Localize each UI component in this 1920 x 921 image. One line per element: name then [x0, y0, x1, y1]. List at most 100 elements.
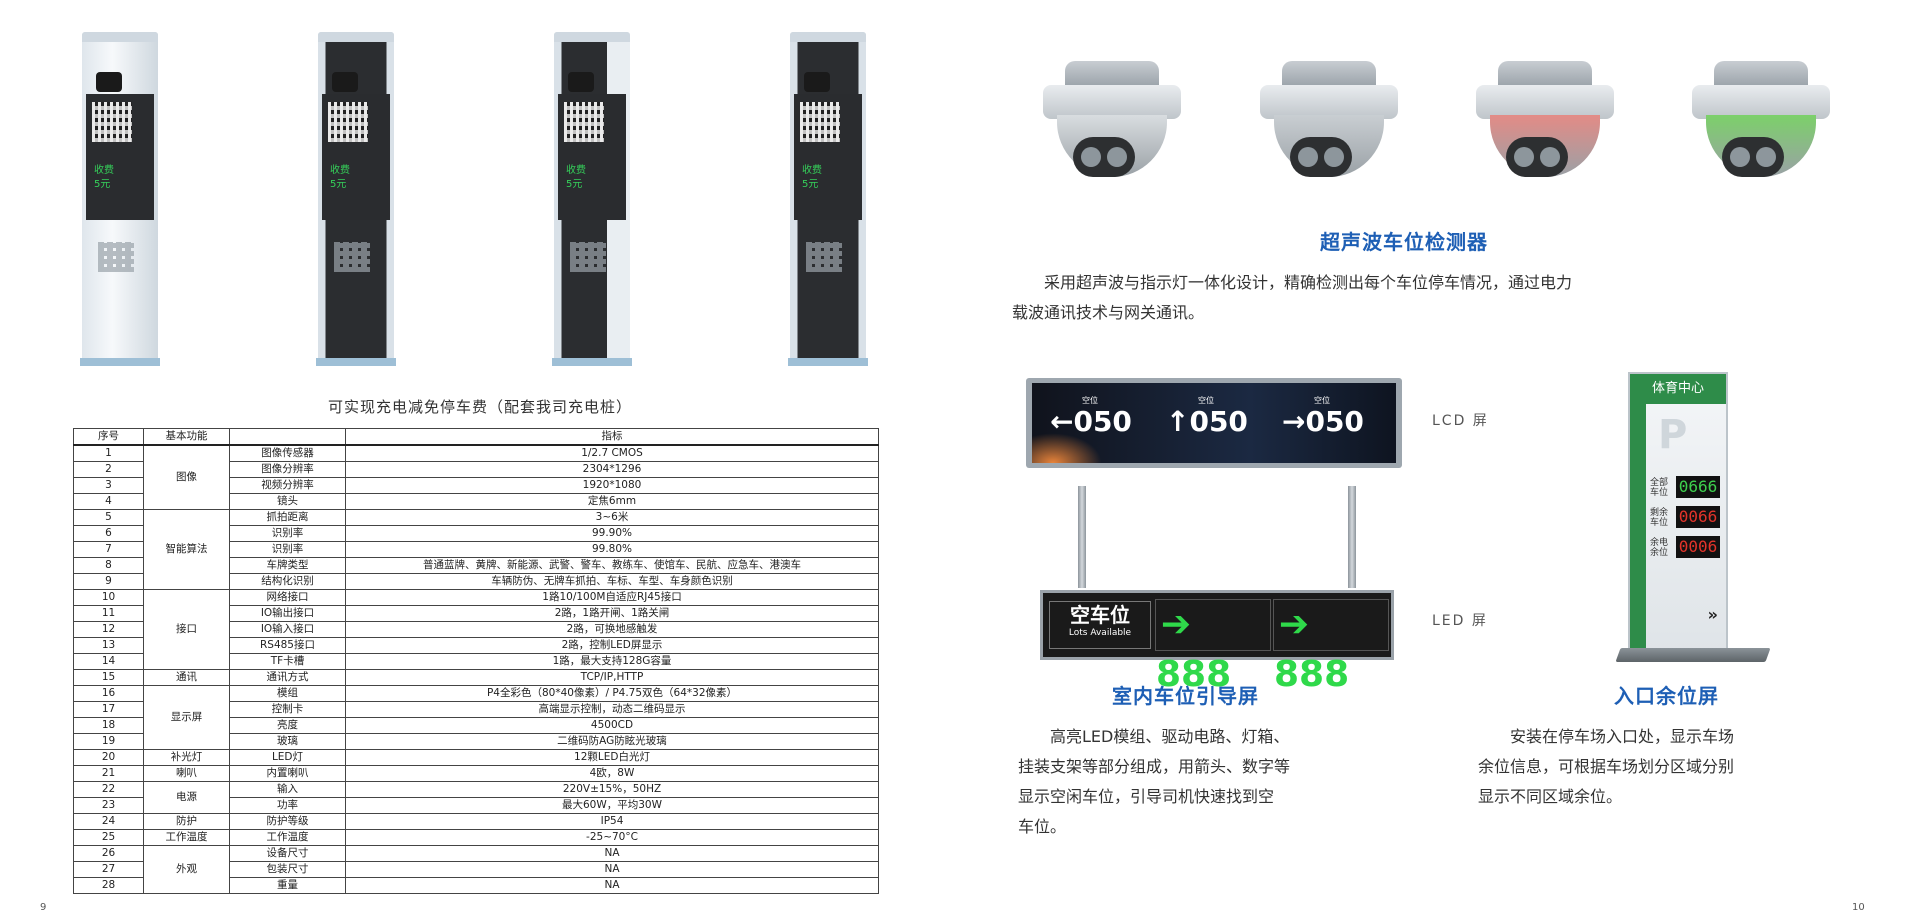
guide-desc-line: 车位。 — [1018, 817, 1067, 836]
sensor-eyes-icon — [1722, 137, 1784, 177]
ultrasonic-sensor-4 — [1686, 55, 1836, 195]
led-title: 空车位 — [1070, 603, 1130, 627]
cell-item: 结构化识别 — [229, 573, 346, 590]
cell-function: 智能算法 — [143, 509, 230, 590]
chevron-right-icon: » — [1707, 605, 1718, 624]
cell-index: 20 — [73, 749, 144, 766]
cell-index: 2 — [73, 461, 144, 478]
arrow-up-icon: ↑ — [1166, 405, 1190, 438]
fee-value: 5元 — [566, 179, 583, 190]
spec-table-header: 序号 基本功能 指标 — [73, 428, 879, 446]
entry-screen-title: 入口余位屏 — [1614, 684, 1719, 708]
cell-item: 工作温度 — [229, 829, 346, 846]
ultrasonic-sensor-3 — [1470, 55, 1620, 195]
keypad-icon — [334, 242, 370, 272]
cell-spec: 2304*1296 — [345, 461, 879, 478]
cell-spec: 2路，1路开闸、1路关闸 — [345, 605, 879, 622]
sign-header: 体育中心 — [1630, 374, 1726, 404]
ultrasonic-sensor-2 — [1254, 55, 1404, 195]
cell-index: 22 — [73, 781, 144, 798]
sign-row-value: 0666 — [1676, 476, 1720, 498]
cell-spec: IP54 — [345, 813, 879, 830]
keypad-icon — [570, 242, 606, 272]
cell-index: 14 — [73, 653, 144, 670]
cell-function: 图像 — [143, 444, 230, 510]
mount-pole — [1078, 486, 1086, 588]
camera-icon — [96, 72, 122, 92]
cell-index: 24 — [73, 813, 144, 830]
sign-row-value: 0006 — [1676, 536, 1720, 558]
arrow-right-icon: → — [1282, 405, 1306, 438]
cell-index: 4 — [73, 493, 144, 510]
arrow-right-icon: ➔ — [1160, 604, 1192, 645]
cell-spec: 最大60W，平均30W — [345, 797, 879, 814]
sensor-eyes-icon — [1073, 137, 1135, 177]
cell-item: IO输入接口 — [229, 621, 346, 638]
cell-item: 镜头 — [229, 493, 346, 510]
sign-row-label: 剩余车位 — [1650, 508, 1669, 528]
cell-item: 玻璃 — [229, 733, 346, 750]
fee-value: 5元 — [330, 179, 347, 190]
cell-item: 防护等级 — [229, 813, 346, 830]
lcd-slot-label: 空位 — [1082, 396, 1098, 405]
fee-label: 收费 — [802, 165, 822, 176]
sign-row-label: 全部车位 — [1650, 478, 1669, 498]
cell-index: 7 — [73, 541, 144, 558]
led-segment-value: 888 — [1156, 654, 1232, 695]
product-caption: 可实现充电减免停车费（配套我司充电桩） — [327, 398, 632, 416]
qr-code-icon — [92, 102, 132, 142]
lcd-slot-value: 050 — [1305, 405, 1364, 438]
cell-item: 识别率 — [229, 525, 346, 542]
cell-spec: 1920*1080 — [345, 477, 879, 494]
cell-index: 1 — [73, 444, 144, 462]
cell-index: 21 — [73, 765, 144, 782]
cell-item: 内置喇叭 — [229, 765, 346, 782]
cell-spec: 普通蓝牌、黄牌、新能源、武警、警车、教练车、使馆车、民航、应急车、港澳车 — [345, 557, 879, 574]
fee-label: 收费 — [94, 165, 114, 176]
lcd-slot-value: 050 — [1073, 405, 1132, 438]
cell-spec: 4500CD — [345, 717, 879, 734]
led-segment-2: ➔888 — [1273, 599, 1389, 695]
guide-screen-title: 室内车位引导屏 — [1112, 684, 1259, 708]
cell-item: 网络接口 — [229, 589, 346, 606]
guide-desc-line: 挂装支架等部分组成，用箭头、数字等 — [1018, 757, 1291, 776]
cell-spec: 2路，控制LED屏显示 — [345, 637, 879, 654]
cell-spec: TCP/IP,HTTP — [345, 669, 879, 686]
arrow-left-icon: ← — [1050, 405, 1074, 438]
cell-item: 车牌类型 — [229, 557, 346, 574]
cell-spec: 2路，可换地感触发 — [345, 621, 879, 638]
cell-spec: NA — [345, 861, 879, 878]
cell-item: 图像分辨率 — [229, 461, 346, 478]
lcd-label: LCD 屏 — [1432, 413, 1489, 429]
cell-spec: 1路，最大支持128G容量 — [345, 653, 879, 670]
cell-index: 18 — [73, 717, 144, 734]
cell-item: 设备尺寸 — [229, 845, 346, 862]
entrance-sign: 体育中心 P 全部车位 0666 剩余车位 0066 余电余位 0006 » — [1628, 372, 1728, 656]
cell-item: 抓拍距离 — [229, 509, 346, 526]
camera-icon — [804, 72, 830, 92]
entry-desc-line: 余位信息，可根据车场划分区域分别 — [1478, 757, 1735, 776]
qr-code-icon — [800, 102, 840, 142]
cell-index: 5 — [73, 509, 144, 526]
lcd-slot-label: 空位 — [1198, 396, 1214, 405]
cell-item: 亮度 — [229, 717, 346, 734]
